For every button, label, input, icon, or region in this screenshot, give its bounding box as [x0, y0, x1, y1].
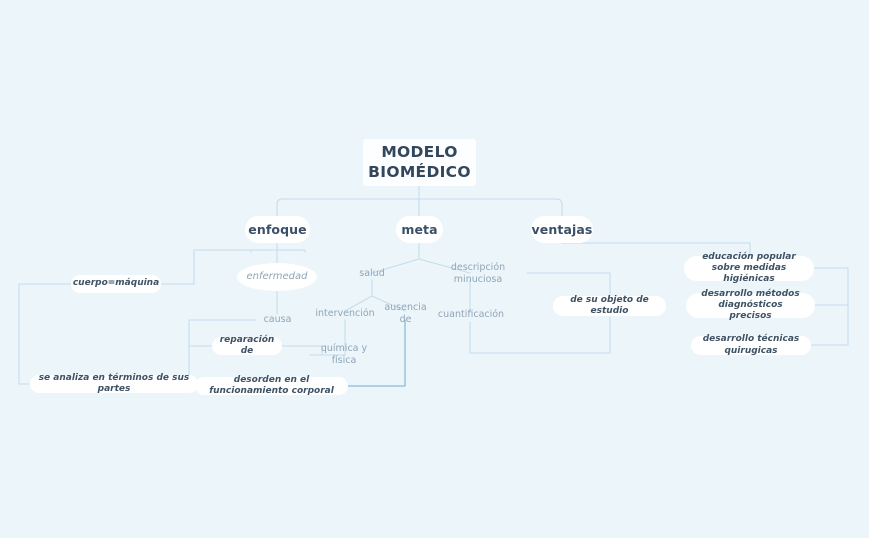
root-title-line1: MODELO	[381, 143, 458, 162]
node-metodos-line2: precisos	[729, 311, 772, 322]
node-quimica-y-fisica[interactable]: química y física	[309, 343, 379, 366]
node-desorden-label: desorden en el funcionamiento corporal	[209, 374, 334, 396]
node-descripcion-minuciosa-label: descripción minuciosa	[450, 262, 506, 285]
node-ventajas[interactable]: ventajas	[531, 216, 593, 243]
node-cuerpo-maquina-label: cuerpo=máquina	[72, 278, 160, 289]
node-tecnicas-quirugicas[interactable]: desarrollo técnicas quirugicas	[691, 334, 811, 356]
root-title-line2: BIOMÉDICO	[368, 162, 471, 181]
node-quimica-y-fisica-label: química y física	[320, 343, 368, 366]
node-educacion-line2: higiénicas	[723, 274, 775, 285]
node-intervencion[interactable]: intervención	[315, 307, 375, 321]
node-meta[interactable]: meta	[396, 216, 443, 243]
node-root[interactable]: MODELO BIOMÉDICO	[363, 139, 476, 186]
edge-cuantificacion-objeto	[469, 316, 611, 354]
edge-descripcion-objeto	[526, 272, 611, 296]
node-reparacion-de[interactable]: reparación de	[212, 334, 282, 356]
node-metodos-line1: desarrollo métodos diagnósticos	[701, 288, 800, 310]
node-educacion-line1: educación popular sobre medidas	[702, 251, 796, 273]
node-objeto-estudio-label: de su objeto de estudio	[570, 294, 649, 316]
node-objeto-estudio[interactable]: de su objeto de estudio	[553, 294, 666, 316]
node-enfoque[interactable]: enfoque	[245, 216, 310, 243]
edge-bus-right	[556, 198, 563, 217]
node-reparacion-de-label: reparación de	[219, 334, 275, 356]
node-enfermedad[interactable]: enfermedad	[237, 263, 317, 291]
node-enfermedad-label: enfermedad	[246, 270, 308, 282]
node-tecnicas-quirugicas-label: desarrollo técnicas quirugicas	[702, 334, 800, 356]
node-ventajas-label: ventajas	[531, 221, 593, 237]
edge-bus-left	[276, 198, 283, 217]
node-salud-label: salud	[359, 268, 385, 280]
node-intervencion-label: intervención	[315, 308, 375, 320]
node-se-analiza[interactable]: se analiza en términos de sus partes	[30, 372, 198, 394]
node-enfoque-label: enfoque	[248, 221, 307, 237]
node-educacion-higienicas[interactable]: educación popular sobre medidas higiénic…	[684, 252, 814, 284]
node-desorden[interactable]: desorden en el funcionamiento corporal	[195, 374, 348, 396]
node-ausencia-de-label: ausencia de	[384, 302, 427, 325]
edge-right-bus	[809, 267, 849, 346]
node-salud[interactable]: salud	[352, 267, 392, 281]
node-causa-label: causa	[263, 314, 292, 326]
node-se-analiza-label: se analiza en términos de sus partes	[38, 372, 190, 394]
node-causa[interactable]: causa	[255, 313, 300, 327]
node-cuantificacion-label: cuantificación	[437, 309, 505, 321]
node-cuantificacion[interactable]: cuantificación	[437, 308, 505, 322]
node-ausencia-de[interactable]: ausencia de	[379, 302, 432, 325]
node-meta-label: meta	[401, 221, 438, 237]
edge-cuerpo-se-analiza	[18, 283, 73, 385]
node-cuerpo-maquina[interactable]: cuerpo=máquina	[71, 275, 161, 293]
node-metodos-diagnosticos[interactable]: desarrollo métodos diagnósticos precisos	[686, 289, 815, 321]
edge-enfoque-bus	[250, 249, 306, 253]
node-descripcion-minuciosa[interactable]: descripción minuciosa	[430, 262, 526, 285]
